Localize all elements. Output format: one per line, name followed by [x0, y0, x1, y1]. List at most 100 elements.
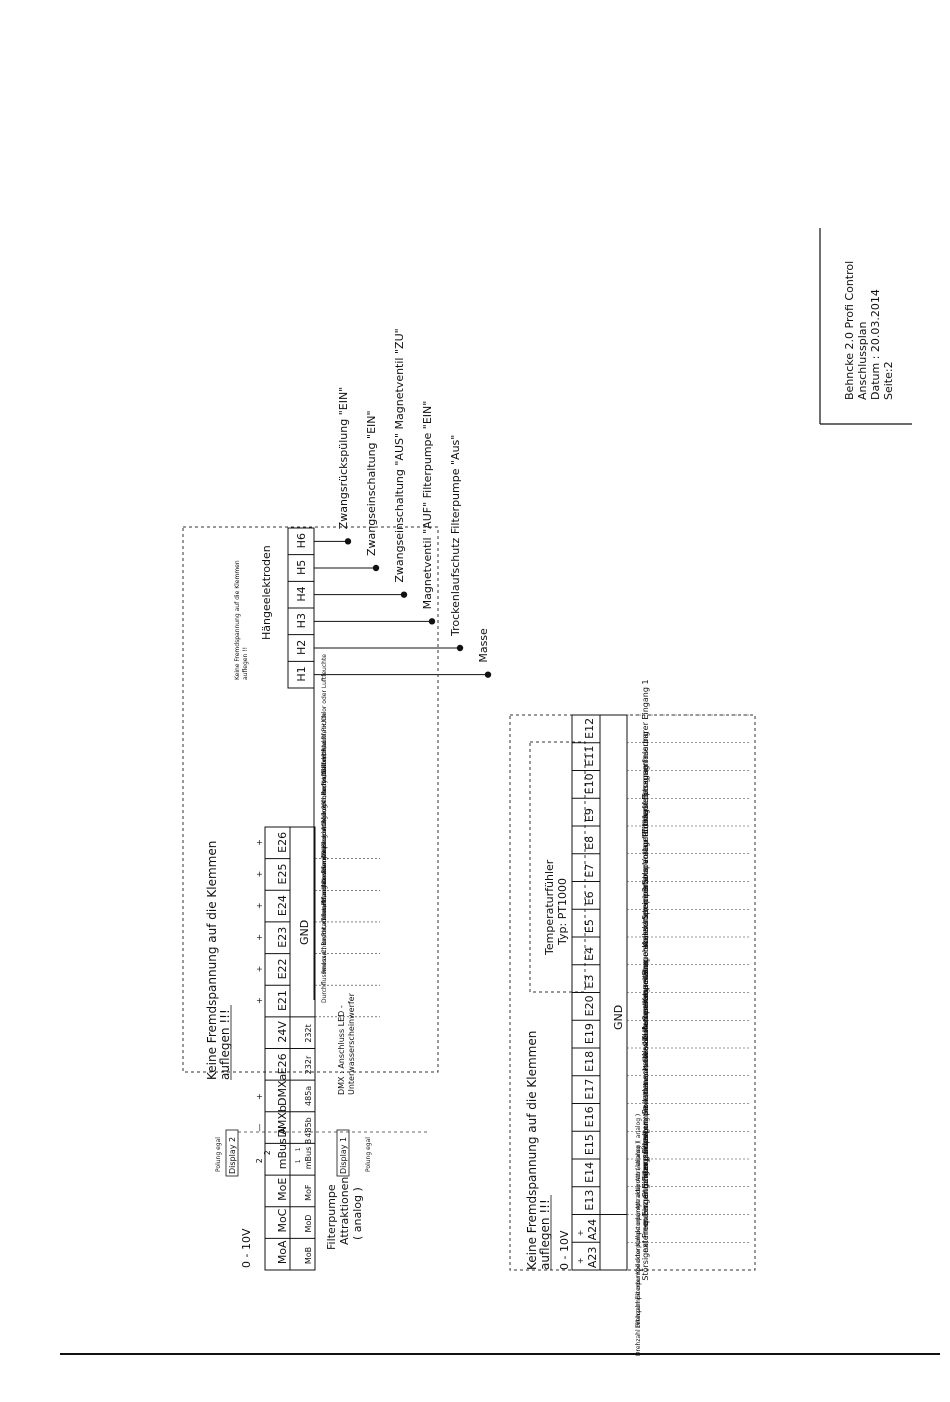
- lower-description: Stromungsschalter: [641, 1121, 650, 1197]
- upper-terminal-bottom: MoB: [304, 1247, 313, 1264]
- lower-terminal: E19: [583, 1023, 596, 1044]
- lower-a-description: Drehzahl Filterpumpe oder Kollektorpumpe…: [635, 1141, 642, 1356]
- e-plus-mark: +: [255, 934, 264, 941]
- sensor-label: Temperaturfühler: [543, 859, 556, 956]
- lower-terminal: E12: [583, 718, 596, 739]
- dmx-mark: +: [255, 1093, 264, 1100]
- lower-terminal: E16: [583, 1106, 596, 1127]
- haenge-description: Zwangseinschaltung "AUS" Magnetventil "Z…: [393, 328, 406, 582]
- lower-terminal: E14: [583, 1162, 596, 1183]
- upper-block: Keine Fremdspannung auf die Klemmen aufl…: [182, 526, 439, 1271]
- upper-warning: Keine Fremdspannung auf die Klemmen: [205, 841, 219, 1080]
- haenge-dot: [456, 644, 464, 652]
- upper-terminal-top: E23: [276, 927, 289, 948]
- upper-descriptions: Durchflussmesser, Redox, Chlor,PH,oder L…: [315, 654, 380, 1018]
- dmx-note: DMX : Anschluss LED -: [337, 1005, 346, 1095]
- e-plus-mark: +: [255, 871, 264, 878]
- haenge-description: Trockenlaufschutz Filterpumpe "Aus": [449, 435, 462, 637]
- upper-dashed-frame: [182, 526, 439, 1073]
- upper-terminal-bottom: 232r: [304, 1055, 313, 1074]
- e-plus-mark: +: [255, 839, 264, 846]
- upper-terminal-top: E26: [276, 832, 289, 853]
- e-plus-mark: +: [255, 997, 264, 1004]
- upper-terminal-bottom: 485a: [304, 1086, 313, 1106]
- dmx-mark: —: [255, 1124, 264, 1132]
- upper-voltage-label: 0 - 10V: [240, 1228, 253, 1268]
- upper-terminal-bottom: 232t: [304, 1024, 313, 1042]
- lower-description: freiprogrammierbarer Eingang 1: [641, 679, 650, 808]
- lower-description: Wassertemperatur: [641, 984, 650, 1059]
- haenge-terminal: H4: [295, 586, 308, 601]
- lower-description: Rolladenschalter "Auf" oder Leerstandsme…: [643, 914, 650, 1103]
- haenge-terminal: H6: [295, 533, 308, 548]
- lower-description: externe Filterreinigung oder Filterbetri…: [643, 1008, 650, 1186]
- title-line: Behncke 2.0 Profi Control: [843, 261, 856, 400]
- upper-description: Redox,Chlor,PH oder Luftfeuchte: [321, 876, 328, 974]
- upper-terminal-top: mBus A: [276, 1127, 289, 1169]
- lower-warning: auflegen !!!: [538, 1199, 552, 1270]
- haenge-description: Zwangsrückspülung "EIN": [337, 387, 350, 530]
- lower-terminal: E18: [583, 1051, 596, 1072]
- e-plus-mark: +: [255, 966, 264, 973]
- title-line: Datum : 20.03.2014: [869, 289, 882, 400]
- filter-label: Attraktionen: [338, 1177, 351, 1245]
- haenge-dot: [428, 618, 436, 625]
- dmx-note: Unterwasserscheinwerfer: [347, 992, 356, 1095]
- lower-terminal: E4: [583, 947, 596, 961]
- upper-description: Leerstandsmeldung Dosiermittel 2 oder Re…: [321, 741, 328, 945]
- lower-a-description: Drehzahl Filterpumpe oder Kollektorpumpe…: [635, 1114, 642, 1329]
- upper-terminal-top: DMXa: [276, 1074, 289, 1106]
- lower-a-terminal: A23: [586, 1247, 599, 1269]
- lower-terminal: E13: [583, 1190, 596, 1211]
- lower-terminal: E17: [583, 1079, 596, 1100]
- lower-a-terminal: A24: [586, 1219, 599, 1241]
- lower-terminal: E8: [583, 836, 596, 850]
- upper-description: Leerstandsmeldung Dosiermittel 3 oder Re…: [321, 712, 328, 916]
- polung-label: Polung egal: [365, 1137, 372, 1172]
- sensor-dashed-frame: [529, 741, 586, 993]
- lower-descriptions: Drehzahl Filterpumpe oder Kollektorpumpe…: [627, 679, 750, 1356]
- upper-warning: auflegen !!!: [218, 1009, 232, 1080]
- display1-box: [336, 1129, 350, 1177]
- lower-description: Vorlauf Ertragserfassung: [641, 765, 650, 864]
- lower-block: Keine Fremdspannung auf die Klemmen aufl…: [509, 679, 756, 1356]
- upper-terminal-top: MoA: [276, 1240, 289, 1264]
- haenge-description: Zwangseinschaltung "EIN": [365, 410, 378, 556]
- lower-terminal: E7: [583, 864, 596, 878]
- lower-description: externer Eingang Filterpumpe: [641, 1133, 650, 1252]
- haenge-section: Keine Fremdspannung auf die Klemmen aufl…: [234, 328, 492, 1000]
- haenge-dot: [372, 564, 380, 572]
- upper-terminal-top: E24: [276, 895, 289, 916]
- upper-terminal-top: 24V: [276, 1021, 289, 1043]
- lower-description: Kesseltemperatur: [641, 932, 650, 1004]
- haenge-description: Magnetventil "AUF" Filterpumpe "EIN": [421, 401, 434, 610]
- upper-terminal-bottom: mBus B: [304, 1139, 313, 1170]
- lower-terminal: E5: [583, 919, 596, 933]
- lower-description: Schwimmerschalter (Skimmer) oder Absenka…: [643, 961, 650, 1158]
- lower-description: Rolladenschalter "ZU": [641, 1026, 650, 1114]
- upper-terminal-bottom: MoF: [304, 1184, 313, 1201]
- filter-label: Filterpumpe: [325, 1184, 338, 1250]
- mbus-mark: 1: [295, 1159, 302, 1163]
- lower-terminal: E9: [583, 808, 596, 822]
- a-plus-mark: +: [576, 1257, 585, 1264]
- lower-warning: Keine Fremdspannung auf die Klemmen: [525, 1031, 539, 1270]
- lower-terminal: E6: [583, 891, 596, 905]
- haenge-dot: [484, 671, 492, 678]
- upper-terminal-top: E22: [276, 958, 289, 979]
- filter-label: ( analog ): [351, 1187, 364, 1240]
- upper-terminal-top: E25: [276, 864, 289, 885]
- upper-description: Nassesensor,Redox,Chlor,PH oder Luftfeuc…: [321, 749, 328, 887]
- upper-gnd-label: GND: [298, 920, 311, 945]
- display1-label: Display 1: [339, 1137, 348, 1174]
- lower-description: Kollektortemperatur: [641, 866, 650, 947]
- title-block: Behncke 2.0 Profi Control Anschlussplan …: [819, 228, 912, 425]
- haenge-title: Hängeelektroden: [260, 545, 273, 640]
- lower-terminal: E15: [583, 1134, 596, 1155]
- upper-description: Durchflussmesser, Redox, Chlor,PH,oder L…: [321, 846, 328, 1003]
- haenge-dot: [344, 538, 352, 545]
